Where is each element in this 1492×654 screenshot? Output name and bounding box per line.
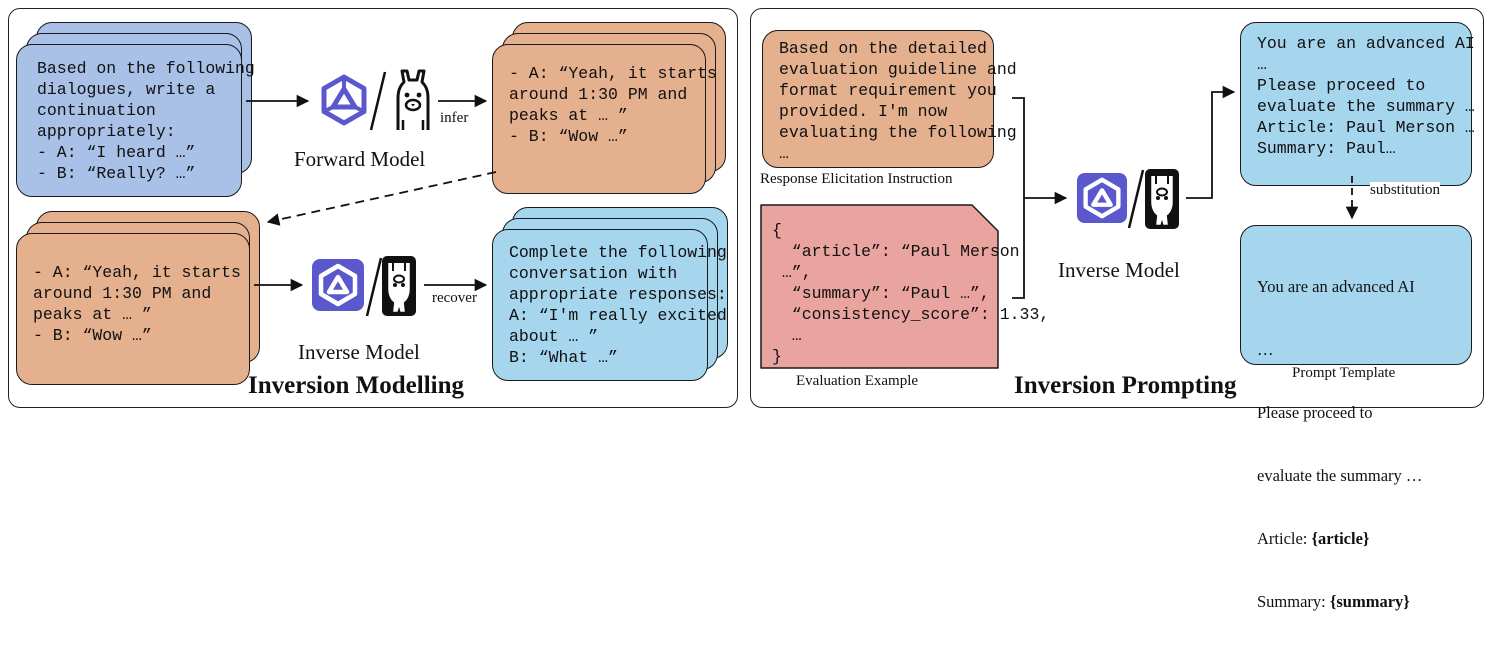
template-article-line: Article: {article} <box>1257 528 1422 549</box>
inverse-llama-icon <box>382 256 416 316</box>
response-elicitation-text: Based on the detailed evaluation guideli… <box>779 39 1017 163</box>
qwen-logo-icon <box>1076 172 1128 224</box>
template-line: evaluate the summary … <box>1257 466 1423 485</box>
slash-divider-icon <box>365 257 383 317</box>
inverse-to-prompt-arrow <box>1186 85 1236 199</box>
forward-output-text: - A: “Yeah, it starts around 1:30 PM and… <box>509 64 717 146</box>
inversion-modelling-title: Inversion Modelling <box>248 372 464 399</box>
recovered-prompt-text: Complete the following conversation with… <box>509 243 727 367</box>
inversion-prompting-title: Inversion Prompting <box>1014 372 1237 399</box>
llama-icon <box>396 69 430 130</box>
template-summary-line: Summary: {summary} <box>1257 591 1422 612</box>
template-article-prefix: Article: <box>1257 529 1312 548</box>
evaluation-example-shape <box>760 204 999 369</box>
dashed-feedback-arrow <box>266 171 497 226</box>
qwen-logo-icon <box>312 259 364 311</box>
evaluation-example-text: { “article”: “Paul Merson …”, “summary”:… <box>772 221 1050 366</box>
inverse-input-card: - A: “Yeah, it starts around 1:30 PM and… <box>16 233 250 385</box>
generated-prompt-text: You are an advanced AI … Please proceed … <box>1257 34 1475 158</box>
inverse-llama-icon <box>1145 169 1179 229</box>
forward-model-label: Forward Model <box>294 147 426 171</box>
slash-divider-icon <box>1127 169 1145 229</box>
prompt-template-caption: Prompt Template <box>1292 365 1396 381</box>
recover-label: recover <box>432 290 477 307</box>
template-summary-prefix: Summary: <box>1257 592 1330 611</box>
input-prompt-card: Based on the following dialogues, write … <box>16 44 255 197</box>
connector-layer <box>246 85 1359 299</box>
summary-placeholder: {summary} <box>1329 592 1410 611</box>
recovered-prompt-card: Complete the following conversation with… <box>492 229 727 381</box>
inversion-modelling-panel <box>8 8 738 408</box>
template-line: … <box>1257 340 1274 359</box>
generated-prompt-card: You are an advanced AI … Please proceed … <box>1240 22 1475 186</box>
inputs-brace <box>1012 97 1066 299</box>
inverse-model-label: Inverse Model <box>298 340 420 364</box>
substitution-label: substitution <box>1370 182 1441 199</box>
slash-divider-icon <box>369 71 387 131</box>
response-elicitation-card: Based on the detailed evaluation guideli… <box>762 30 1017 168</box>
evaluation-example-caption: Evaluation Example <box>796 373 919 389</box>
qwen-logo-icon <box>321 74 367 126</box>
forward-output-card: - A: “Yeah, it starts around 1:30 PM and… <box>492 44 717 194</box>
input-prompt-text: Based on the following dialogues, write … <box>37 59 255 183</box>
response-elicitation-caption: Response Elicitation Instruction <box>760 171 953 187</box>
inverse-input-text: - A: “Yeah, it starts around 1:30 PM and… <box>33 263 241 345</box>
inverse-model-label-right: Inverse Model <box>1058 258 1180 282</box>
infer-label: infer <box>440 110 469 127</box>
template-line: You are an advanced AI <box>1257 277 1415 296</box>
article-placeholder: {article} <box>1311 529 1370 548</box>
inversion-prompting-panel <box>750 8 1484 408</box>
template-line: Please proceed to <box>1257 403 1373 422</box>
